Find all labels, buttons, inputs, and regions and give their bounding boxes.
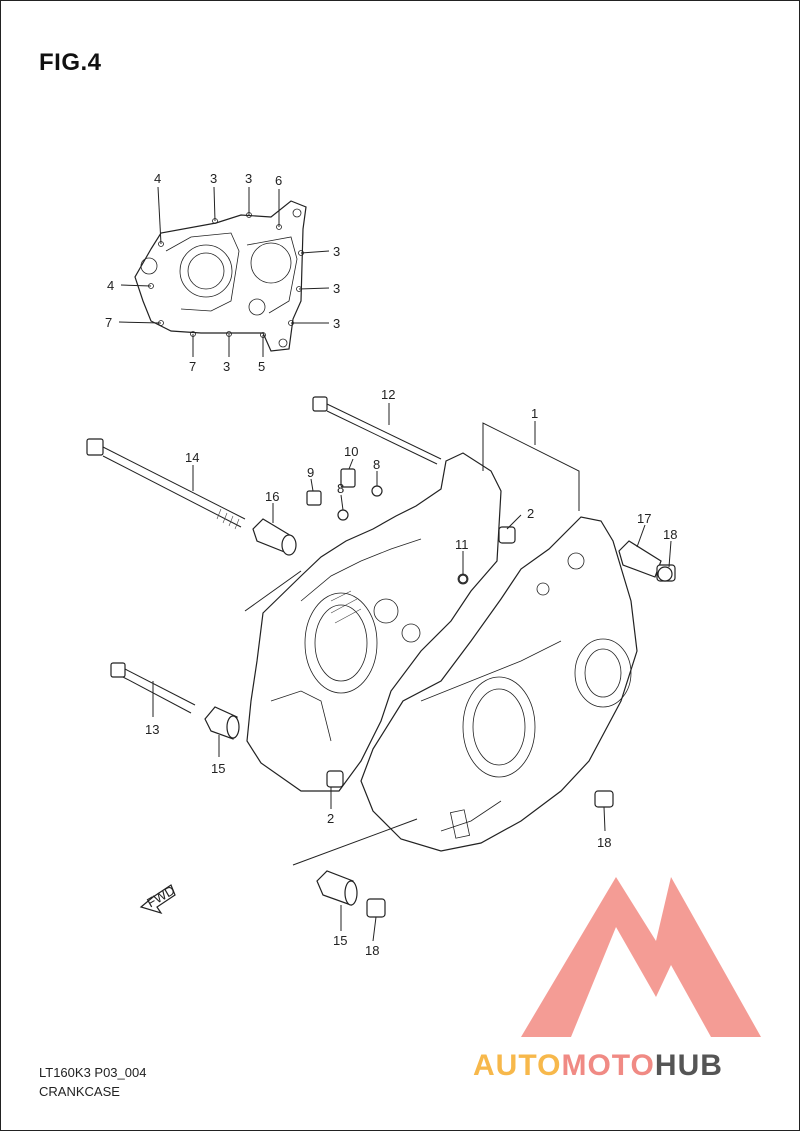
nut-18-b xyxy=(594,790,614,808)
callout-15-b: 15 xyxy=(333,933,347,948)
callout-2-a: 2 xyxy=(527,506,534,521)
brand-part-moto: MOTO xyxy=(561,1049,655,1082)
fastener-parts xyxy=(86,396,676,918)
callout-16: 16 xyxy=(265,489,279,504)
diagram-code: LT160K3 P03_004 xyxy=(39,1065,147,1080)
dowel-15-a xyxy=(204,706,240,740)
callout-18-c: 18 xyxy=(365,943,379,958)
dowel-15-b xyxy=(316,870,358,906)
forward-direction-badge: FWD xyxy=(139,883,177,915)
callout-3-d: 3 xyxy=(333,281,340,296)
watermark-brand: AUTOMOTOHUB xyxy=(473,1049,723,1083)
bolt-14 xyxy=(86,438,246,530)
callout-3-a: 3 xyxy=(210,171,217,186)
callout-12: 12 xyxy=(381,387,395,402)
callout-17: 17 xyxy=(637,511,651,526)
collar-16 xyxy=(252,518,297,556)
washer-8-b xyxy=(337,509,349,521)
callout-7-b: 7 xyxy=(189,359,196,374)
crankcase-gasket-inset xyxy=(134,200,307,352)
nut-18-a xyxy=(657,566,673,582)
fwd-label: FWD xyxy=(144,883,177,911)
dowel-2-a xyxy=(498,526,516,544)
plug-9 xyxy=(306,490,322,506)
washer-8-a xyxy=(371,485,383,497)
diagram-caption: CRANKCASE xyxy=(39,1084,120,1099)
callout-3-f: 3 xyxy=(223,359,230,374)
callout-4-a: 4 xyxy=(154,171,161,186)
brand-part-auto: AUTO xyxy=(473,1049,562,1082)
watermark-logo xyxy=(521,877,761,1037)
callout-3-c: 3 xyxy=(333,244,340,259)
dowel-2-b xyxy=(326,770,344,788)
callout-9: 9 xyxy=(307,465,314,480)
callout-6: 6 xyxy=(275,173,282,188)
crankcase-assembly xyxy=(246,452,638,852)
plug-10 xyxy=(340,468,356,488)
inset-leader-lines xyxy=(118,186,330,357)
brand-part-hub: HUB xyxy=(654,1049,723,1082)
oring-11 xyxy=(458,574,468,584)
main-leader-lines xyxy=(152,403,672,942)
figure-title: FIG.4 xyxy=(39,49,102,76)
callout-3-e: 3 xyxy=(333,316,340,331)
callout-11: 11 xyxy=(455,537,469,552)
callout-18-a: 18 xyxy=(663,527,677,542)
callout-7-a: 7 xyxy=(105,315,112,330)
part-1-bracket xyxy=(482,421,580,511)
callout-4-b: 4 xyxy=(107,278,114,293)
callout-2-b: 2 xyxy=(327,811,334,826)
callout-numbers: 4 3 3 6 3 3 3 4 7 7 3 5 12 1 14 10 8 9 8… xyxy=(105,171,677,958)
callout-8-a: 8 xyxy=(373,457,380,472)
callout-18-b: 18 xyxy=(597,835,611,850)
callout-3-b: 3 xyxy=(245,171,252,186)
callout-8-b: 8 xyxy=(337,481,344,496)
callout-10: 10 xyxy=(344,444,358,459)
callout-5: 5 xyxy=(258,359,265,374)
bolt-12 xyxy=(312,396,442,465)
callout-1: 1 xyxy=(531,406,538,421)
callout-14: 14 xyxy=(185,450,199,465)
bolt-13 xyxy=(110,662,196,714)
callout-13: 13 xyxy=(145,722,159,737)
callout-15-a: 15 xyxy=(211,761,225,776)
nut-18-c xyxy=(366,898,386,918)
